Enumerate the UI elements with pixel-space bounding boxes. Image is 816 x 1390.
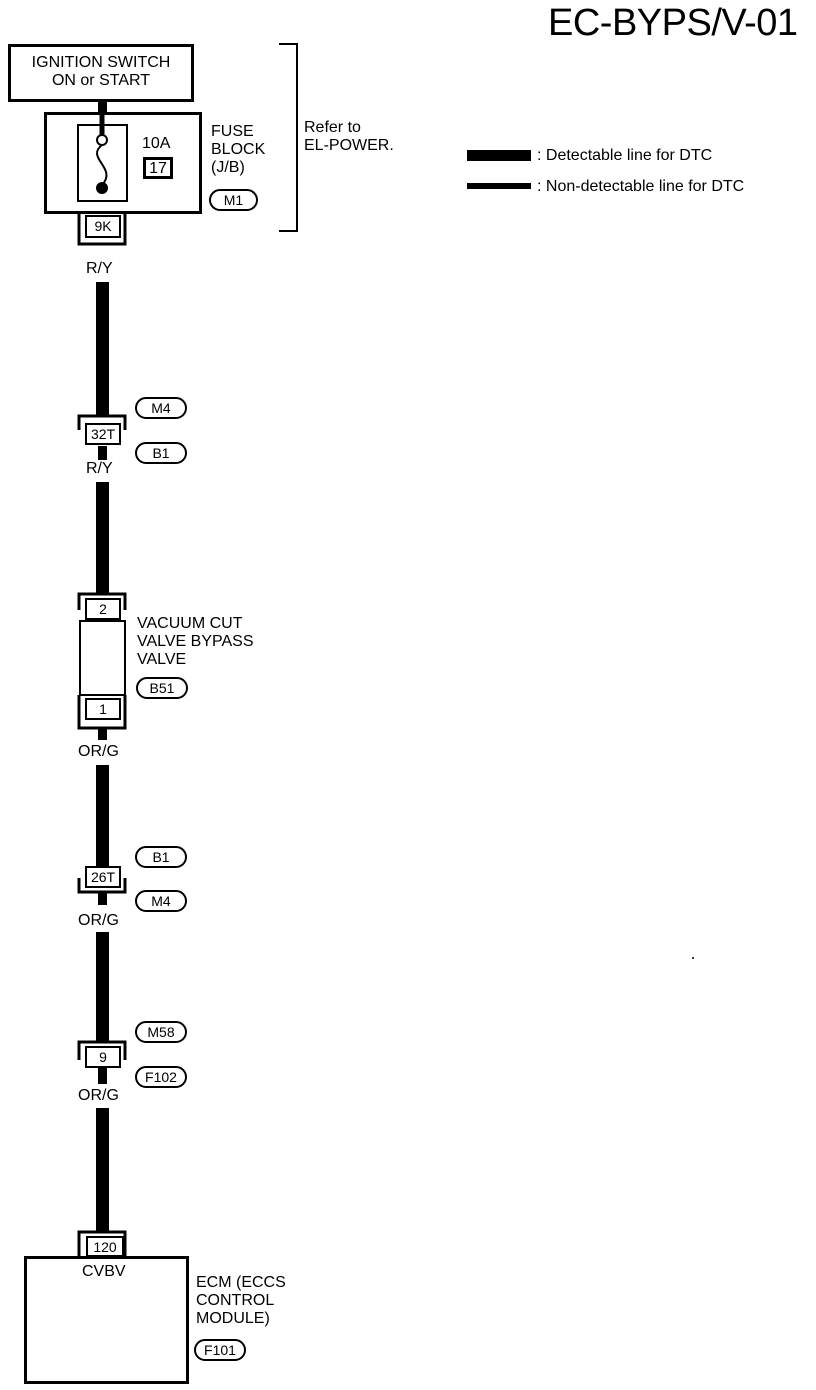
fuse-icon <box>96 114 108 194</box>
wire-segment-ry-2 <box>96 482 109 594</box>
terminal-9k: 9K <box>85 215 121 238</box>
ecm-connector-tag: F101 <box>194 1339 246 1361</box>
connector-bracket-32t <box>77 414 127 430</box>
fuse-amperage: 10A <box>142 135 171 152</box>
connector-bracket-9k <box>77 214 127 246</box>
valve-connector-tag: B51 <box>136 677 188 699</box>
valve-pin-1: 1 <box>85 698 121 720</box>
wire-color-label-4: OR/G <box>78 912 119 929</box>
refer-label-1: Refer to <box>304 119 361 136</box>
wire-segment-org-3 <box>96 1108 109 1232</box>
valve-label-1: VACUUM CUT <box>137 615 243 632</box>
wire-stub-9 <box>98 1068 107 1084</box>
joint2-connector-top: B1 <box>135 846 187 868</box>
wire-segment-ry-1 <box>96 282 109 416</box>
joint3-connector-bottom: F102 <box>135 1066 187 1088</box>
legend-non-detectable-text: : Non-detectable line for DTC <box>537 178 745 195</box>
ecm-label-2: CONTROL <box>196 1292 275 1309</box>
ignition-switch-box: IGNITION SWITCH ON or START <box>8 44 194 102</box>
joint3-connector-top: M58 <box>135 1021 187 1043</box>
joint-terminal-9: 9 <box>85 1046 121 1068</box>
connector-bracket-valve-top <box>77 592 127 610</box>
joint2-connector-bottom: M4 <box>135 890 187 912</box>
wire-stub-valve <box>98 728 107 740</box>
joint1-connector-bottom: B1 <box>135 442 187 464</box>
ecm-label-3: MODULE) <box>196 1310 270 1327</box>
ecm-box <box>24 1256 189 1384</box>
stray-dot <box>692 957 694 959</box>
joint-terminal-26t: 26T <box>85 866 121 888</box>
fuse-number: 17 <box>143 157 173 179</box>
wire-ignition-to-fuse <box>98 101 107 114</box>
joint1-connector-top: M4 <box>135 397 187 419</box>
wire-segment-org-1 <box>96 765 109 878</box>
wire-color-label-2: R/Y <box>86 460 113 477</box>
valve-pin-2: 2 <box>85 598 121 620</box>
ignition-switch-line2: ON or START <box>51 72 151 89</box>
refer-bracket-icon <box>279 43 298 232</box>
wire-stub-32t <box>98 446 107 460</box>
wire-segment-org-2 <box>96 932 109 1042</box>
wire-stub-26t <box>98 892 107 905</box>
valve-body <box>79 620 126 696</box>
connector-bracket-120 <box>77 1230 127 1256</box>
legend-non-detectable-swatch <box>467 183 531 189</box>
wire-color-label-3: OR/G <box>78 743 119 760</box>
fuse-block-connector-tag: M1 <box>209 189 258 211</box>
wire-color-label-1: R/Y <box>86 260 113 277</box>
ecm-terminal-120: 120 <box>86 1236 124 1257</box>
ecm-label-1: ECM (ECCS <box>196 1274 286 1291</box>
connector-bracket-9 <box>77 1040 127 1060</box>
fuse-block-label-2: BLOCK <box>211 141 266 158</box>
wire-color-label-5: OR/G <box>78 1087 119 1104</box>
ignition-switch-line1: IGNITION SWITCH <box>31 54 171 71</box>
legend-detectable-text: : Detectable line for DTC <box>537 147 713 164</box>
fuse-block-label-1: FUSE <box>211 123 254 140</box>
legend-detectable-swatch <box>467 150 531 161</box>
joint-terminal-32t: 32T <box>85 423 121 445</box>
fuse-block-label-3: (J/B) <box>211 159 245 176</box>
valve-label-3: VALVE <box>137 651 187 668</box>
valve-label-2: VALVE BYPASS <box>137 633 254 650</box>
ecm-pin-name: CVBV <box>82 1263 126 1280</box>
refer-label-2: EL-POWER. <box>304 137 394 154</box>
diagram-code-title: EC-BYPS/V-01 <box>548 2 798 44</box>
